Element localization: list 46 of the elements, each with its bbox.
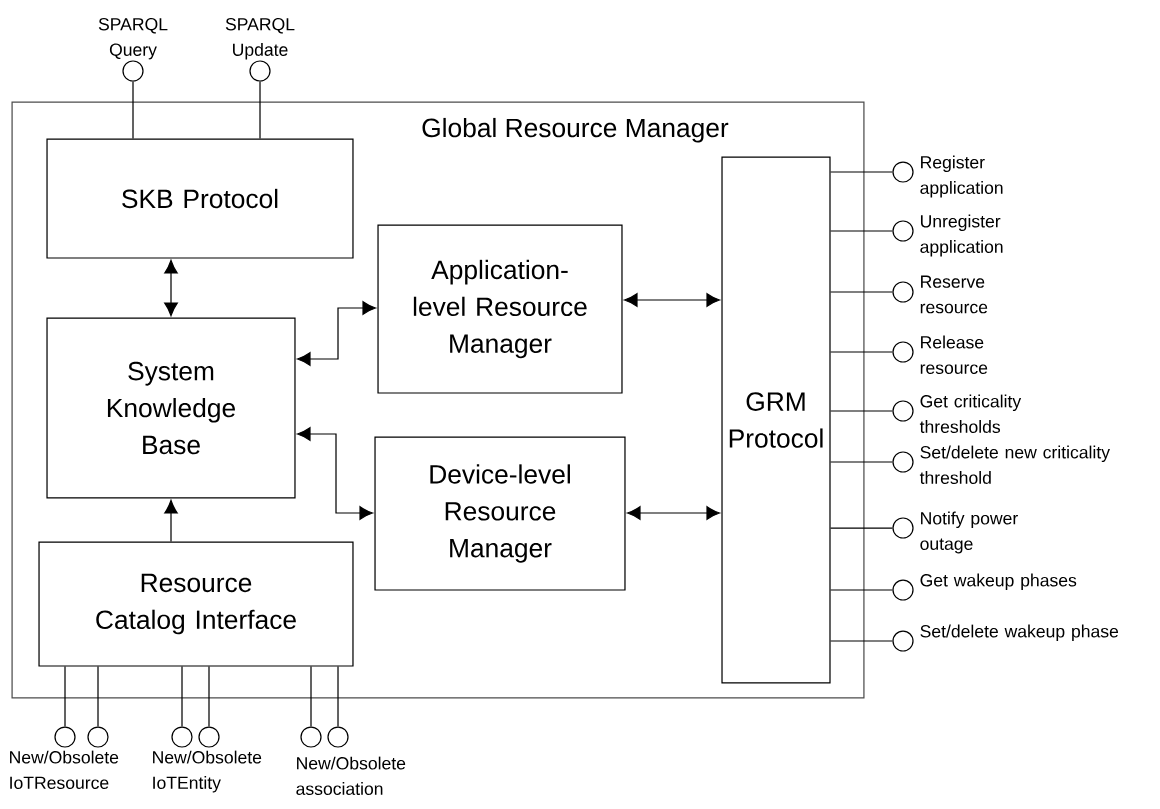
component-box: Device-level Resource Manager [374, 436, 626, 591]
connector-line [830, 171, 893, 173]
interface-label: SPARQL Query [98, 18, 168, 60]
interface-circle [87, 726, 109, 748]
arrow [296, 301, 377, 366]
connector-line [830, 351, 893, 353]
connector-line [337, 666, 339, 727]
arrow [296, 427, 374, 520]
interface-label: New/Obsolete IoTEntity [153, 750, 262, 793]
component-box: GRM Protocol [721, 156, 831, 684]
connector-line [830, 461, 893, 463]
arrow [164, 259, 178, 317]
connector-line [310, 666, 312, 727]
interface-label: Set/delete new criticality threshold [919, 445, 1110, 484]
component-box: Application-level Resource Manager [377, 224, 623, 394]
interface-label: Release resource [920, 335, 988, 374]
connector-line [97, 666, 99, 727]
interface-circle [198, 726, 220, 748]
interface-label: Get wakeup phases [920, 573, 1077, 590]
interface-label: Get criticality thresholds [919, 394, 1022, 433]
component-box: SKB Protocol [46, 138, 354, 259]
component-box: Resource Catalog Interface [38, 541, 354, 667]
interface-label: Notify power outage [920, 511, 1018, 554]
connector-line [181, 666, 183, 727]
connector-line [830, 527, 893, 529]
arrow [623, 293, 721, 307]
connector-line [830, 640, 893, 642]
interface-label: Register application [920, 155, 1003, 198]
connector-line [830, 410, 893, 412]
component-box: System Knowledge Base [46, 317, 296, 499]
arrow [164, 499, 178, 542]
connector-line [830, 589, 893, 591]
interface-label: Unregister application [920, 214, 1003, 257]
arrow [626, 506, 721, 520]
interface-label: New/Obsolete IoTResource [10, 750, 119, 789]
connector-line [64, 666, 66, 727]
interface-label: Set/delete wakeup phase [920, 624, 1119, 641]
interface-circle [327, 726, 349, 748]
interface-label: SPARQL Update [225, 18, 295, 60]
connector-line [830, 230, 893, 232]
interface-label: New/Obsolete association [296, 756, 406, 795]
interface-label: Reserve resource [920, 275, 988, 314]
connector-line [259, 81, 261, 139]
connector-line [830, 291, 893, 293]
connector-line [132, 81, 134, 139]
connector-line [208, 666, 210, 727]
